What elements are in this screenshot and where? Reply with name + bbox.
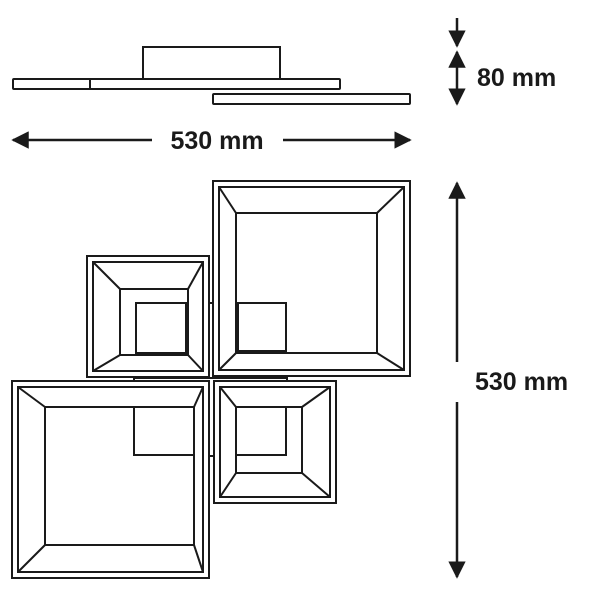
frame-small-top-left bbox=[86, 255, 210, 378]
vertical-dimension: 530 mm bbox=[448, 181, 598, 579]
side-view bbox=[12, 46, 411, 105]
side-view-mount-block bbox=[142, 46, 281, 80]
frame-small-bottom-right bbox=[213, 380, 337, 504]
frame-large-bottom-left bbox=[11, 380, 210, 579]
side-view-panel-right bbox=[212, 93, 411, 105]
front-view bbox=[11, 180, 411, 579]
height-label: 80 mm bbox=[477, 64, 556, 92]
vertical-label: 530 mm bbox=[475, 368, 568, 396]
width-label: 530 mm bbox=[170, 127, 263, 155]
width-dimension: 530 mm bbox=[11, 127, 412, 155]
height-dimension: 80 mm bbox=[448, 18, 556, 106]
frame-large-top-right bbox=[212, 180, 411, 377]
side-view-panel-middle bbox=[89, 78, 341, 90]
